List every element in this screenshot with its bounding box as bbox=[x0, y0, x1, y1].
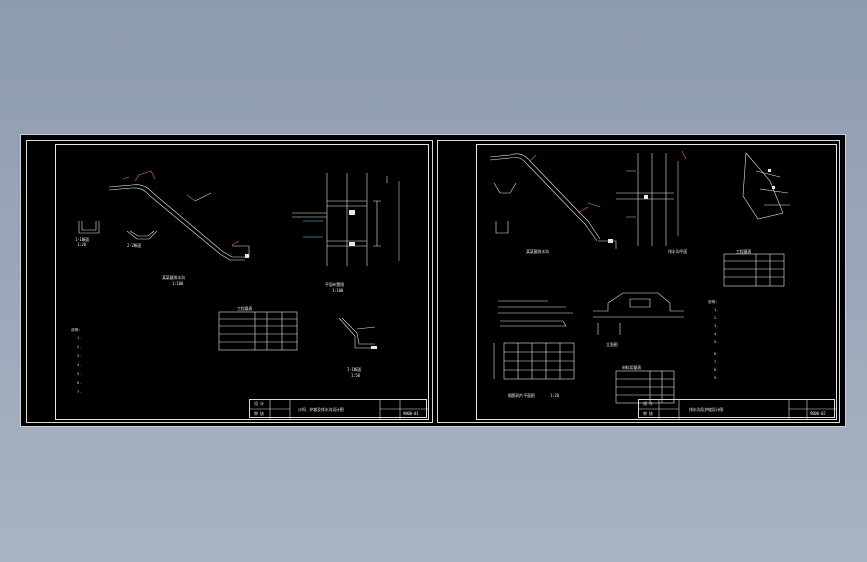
note-line: 2. bbox=[77, 345, 82, 349]
section-main-label: 某某截排水沟 bbox=[162, 275, 185, 280]
title-block-number: 9800-01 bbox=[403, 411, 419, 416]
note-line: 4. bbox=[714, 332, 719, 336]
title-block-checker: 审 核 bbox=[643, 411, 653, 416]
note-line: 3. bbox=[714, 324, 719, 328]
title-block-checker: 审 核 bbox=[254, 411, 264, 416]
title-block-number: 9800-02 bbox=[810, 411, 826, 416]
section-2-label: 2-2断面 bbox=[127, 243, 142, 248]
note-line: 6. bbox=[714, 352, 719, 356]
title-block-designer: 设 计 bbox=[254, 401, 264, 406]
small-section-label: I-I断面 bbox=[347, 367, 362, 372]
mesh-scale: 1:20 bbox=[550, 393, 559, 398]
note-line: 3. bbox=[77, 354, 82, 358]
note-line: 9. bbox=[714, 376, 719, 380]
plan-scale: 1:100 bbox=[332, 288, 344, 293]
note-line: 7. bbox=[714, 360, 719, 364]
notes-title: 说明: bbox=[71, 328, 81, 332]
small-section-scale: 1:50 bbox=[351, 373, 360, 378]
note-line: 2. bbox=[714, 316, 719, 320]
note-line: 8. bbox=[714, 368, 719, 372]
plan-label: 排水沟平面 bbox=[668, 249, 687, 254]
note-line: 1. bbox=[77, 336, 82, 340]
quantity-table-title: 工程量表 bbox=[736, 249, 752, 254]
section-1-label: 1-1断面 bbox=[75, 237, 90, 242]
section-main-scale: 1:100 bbox=[172, 281, 184, 286]
title-block: 设 计 审 核 沙坝、护坡及排水沟设计图 9800-01 bbox=[249, 399, 428, 419]
section-1-scale: 1:20 bbox=[77, 242, 86, 247]
notes-title: 说明: bbox=[708, 300, 718, 304]
note-line: 6. bbox=[77, 381, 82, 385]
title-block-drawing-title: 排水沟及护坡设计图 bbox=[689, 407, 724, 412]
left-drawing-geometry bbox=[78, 170, 400, 351]
note-line: 5. bbox=[77, 372, 82, 376]
note-line: 5. bbox=[714, 340, 719, 344]
section-main-label: 某某截排水沟 bbox=[526, 249, 549, 254]
cad-viewport[interactable]: 某某截排水沟 1:100 1-1断面 1:20 2-2断面 平面布置图 1:10… bbox=[20, 134, 846, 427]
note-line: 7. bbox=[77, 390, 82, 394]
note-line: 4. bbox=[77, 363, 82, 367]
drawing-sheet-right[interactable]: 某某截排水沟 排水沟平面 工程量表 立面图 材料用量表 钢筋网片平面图 1:20… bbox=[437, 140, 840, 423]
elevation-label: 立面图 bbox=[606, 342, 618, 347]
plan-label: 平面布置图 bbox=[325, 282, 344, 287]
title-block-drawing-title: 沙坝、护坡及排水沟设计图 bbox=[298, 407, 344, 412]
quantity-table-title: 工程量表 bbox=[237, 306, 253, 311]
mesh-title: 钢筋网片平面图 bbox=[508, 393, 535, 398]
small-table-title: 材料用量表 bbox=[622, 365, 641, 370]
title-block-designer: 设 计 bbox=[643, 401, 653, 406]
note-line: 1. bbox=[714, 308, 719, 312]
drawing-sheet-left[interactable]: 某某截排水沟 1:100 1-1断面 1:20 2-2断面 平面布置图 1:10… bbox=[26, 140, 433, 423]
right-drawing-geometry bbox=[489, 150, 790, 404]
sheet-border bbox=[476, 144, 837, 420]
sheet-border bbox=[55, 144, 429, 420]
title-block: 设 计 审 核 排水沟及护坡设计图 9800-02 bbox=[638, 399, 836, 419]
